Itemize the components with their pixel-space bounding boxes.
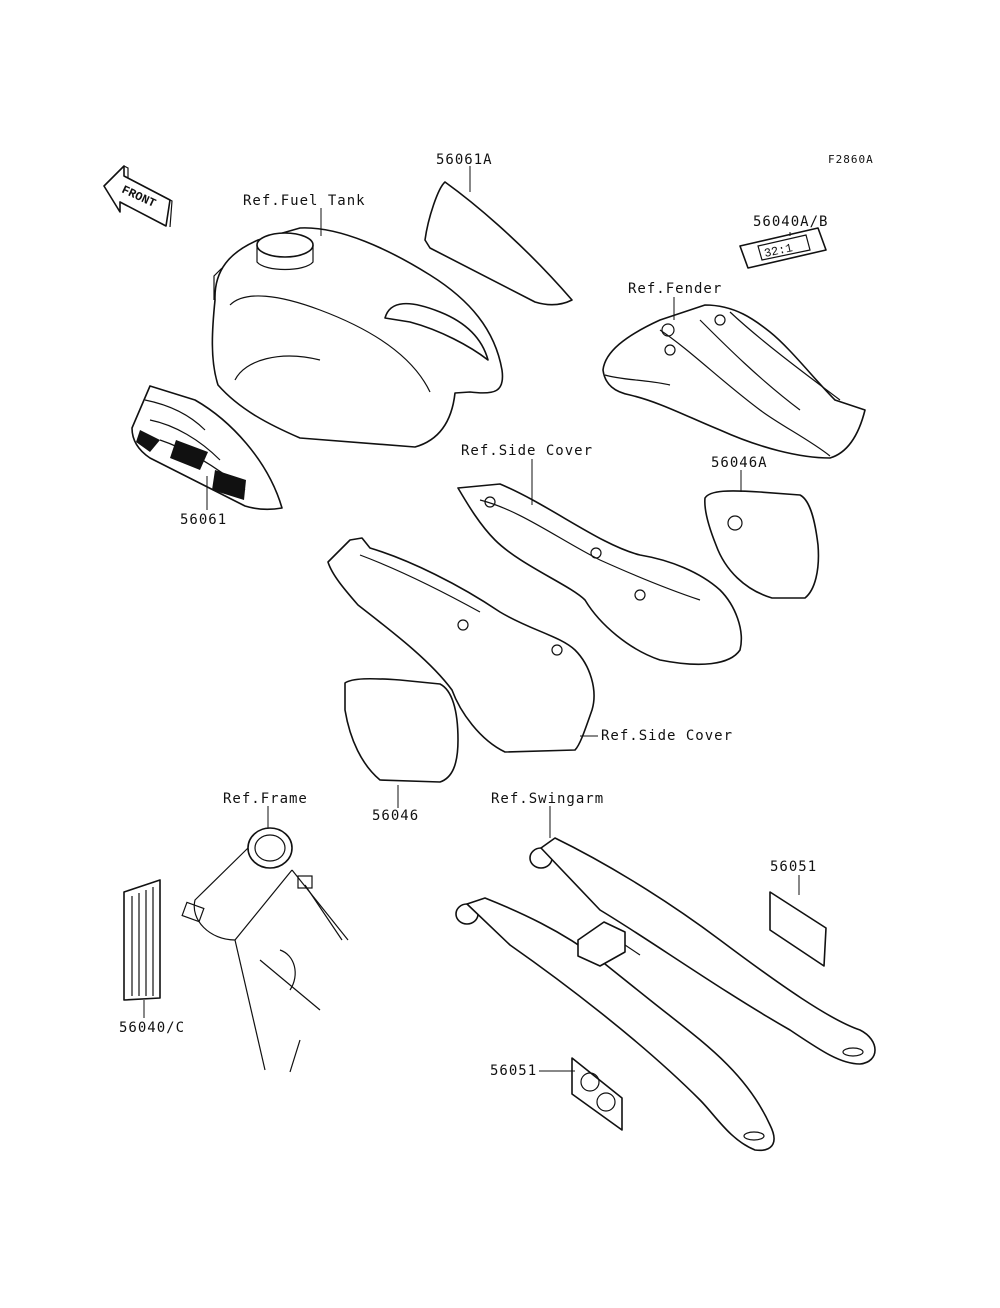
swingarm-outline xyxy=(455,837,876,1152)
decal-56051-bottom xyxy=(571,1057,623,1131)
label-56040AB: 56040A/B xyxy=(753,214,829,230)
decal-56061 xyxy=(131,385,283,511)
label-ref-fender: Ref.Fender xyxy=(628,281,723,297)
front-arrow-icon: FRONT xyxy=(103,165,173,228)
label-ref-side-cover-upper: Ref.Side Cover xyxy=(461,443,594,459)
label-56046A: 56046A xyxy=(711,455,768,471)
decal-text: 32:1 xyxy=(763,241,794,261)
figure-code: F2860A xyxy=(828,153,874,166)
label-56051-right: 56051 xyxy=(770,859,818,875)
label-ref-swingarm: Ref.Swingarm xyxy=(491,791,605,807)
pad-56061A xyxy=(424,181,573,306)
label-ref-fuel-tank: Ref.Fuel Tank xyxy=(243,193,366,209)
decal-56046 xyxy=(344,677,459,783)
label-56061A: 56061A xyxy=(436,152,493,168)
decal-56046A-hole xyxy=(727,515,743,531)
fuel-tank-outline xyxy=(211,227,504,448)
frame-outline xyxy=(181,827,349,1073)
decal-56040C xyxy=(123,879,161,1001)
label-ref-side-cover-lower: Ref.Side Cover xyxy=(601,728,734,744)
label-56040C: 56040/C xyxy=(119,1020,186,1036)
label-ref-frame: Ref.Frame xyxy=(223,791,308,807)
label-56051-bottom: 56051 xyxy=(490,1063,538,1079)
side-cover-upper-outline xyxy=(457,483,743,666)
rear-fender-outline xyxy=(602,304,866,459)
decal-56040AB: 32:1 xyxy=(739,227,827,269)
leader-lines xyxy=(143,166,800,1072)
decal-56051-right xyxy=(769,891,827,967)
decal-56046A xyxy=(704,490,820,599)
label-56046: 56046 xyxy=(372,808,420,824)
side-cover-lower-outline xyxy=(327,537,595,753)
label-56061: 56061 xyxy=(180,512,228,528)
